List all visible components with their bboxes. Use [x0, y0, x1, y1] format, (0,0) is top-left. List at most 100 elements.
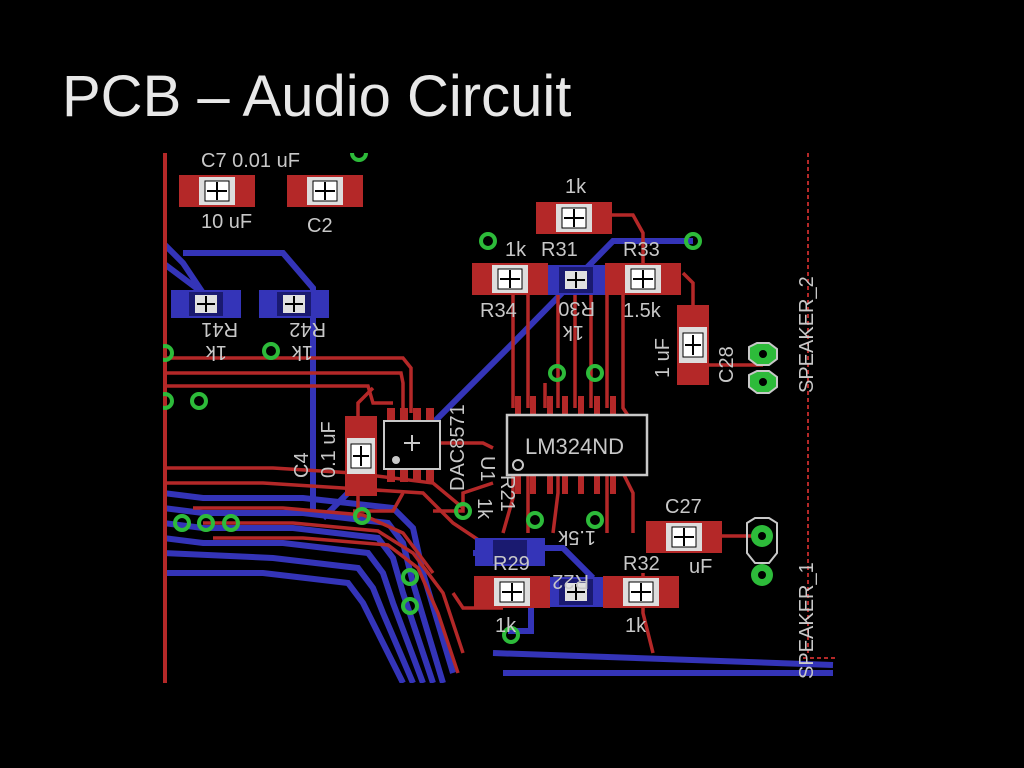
capacitor-c28	[677, 305, 709, 385]
center-cross	[633, 270, 653, 288]
via	[684, 232, 702, 250]
label-r32: R32	[623, 553, 660, 575]
center-cross	[207, 182, 227, 200]
board-edge	[803, 153, 837, 659]
center-cross	[500, 270, 520, 288]
via	[197, 514, 215, 532]
ic-pins	[515, 396, 616, 494]
label-c27-value: uF	[689, 556, 712, 578]
center-cross	[502, 583, 522, 601]
ic-pin	[530, 474, 536, 494]
center-cross	[567, 272, 585, 288]
ic-pin1-marker	[512, 459, 524, 471]
ic-pin	[547, 396, 553, 416]
center-cross	[674, 528, 694, 546]
ic-pin	[610, 474, 616, 494]
ic-dac8571	[383, 408, 441, 482]
label-c4: C4	[291, 452, 313, 478]
ic-pin1-marker	[392, 456, 400, 464]
ic-pin	[400, 468, 408, 482]
via	[454, 502, 472, 520]
trace	[163, 570, 406, 683]
header-hole	[759, 350, 767, 358]
label-r41-value: 1k	[205, 341, 227, 363]
label-r21-value: 1k	[473, 498, 495, 520]
label-speaker-1: SPEAKER_1	[796, 562, 818, 679]
speaker-headers	[746, 342, 778, 586]
trace	[163, 371, 405, 413]
via	[502, 626, 520, 644]
slide-title: PCB – Audio Circuit	[62, 64, 572, 129]
ic-pin	[578, 474, 584, 494]
resistor-r32	[603, 576, 679, 608]
trace	[433, 441, 494, 450]
resistor-r34	[472, 263, 548, 295]
label-r41: R41	[201, 318, 238, 340]
speaker-2-header	[748, 342, 778, 394]
header-hole	[759, 378, 767, 386]
label-r31: R31	[541, 239, 578, 261]
ic-pin	[562, 474, 568, 494]
label-c-10uf: 10 uF	[201, 211, 252, 233]
trace	[163, 550, 416, 683]
trace	[501, 473, 515, 534]
trace	[492, 650, 834, 668]
pcb-canvas: C7 0.01 uF 10 uF C2 1k 1k R31 R33 R34 1.…	[163, 153, 837, 683]
ic-pins	[387, 408, 434, 482]
resistor-r-top-1k	[536, 202, 612, 234]
silkscreen-labels: C7 0.01 uF 10 uF C2 1k 1k R31 R33 R34 1.…	[201, 153, 818, 679]
label-r-top-1k: 1k	[565, 176, 587, 198]
label-c2: C2	[307, 215, 333, 237]
trace	[163, 535, 426, 683]
via	[190, 392, 208, 410]
label-r21: R21	[496, 475, 518, 512]
ic-pin	[547, 474, 553, 494]
label-r29-value: 1k	[495, 615, 517, 637]
trace	[213, 536, 460, 674]
trace	[163, 384, 393, 405]
ic-pin	[387, 408, 395, 422]
label-c28: C28	[716, 346, 738, 383]
via	[262, 342, 280, 360]
ic-pin	[578, 396, 584, 416]
resistor-r29	[474, 576, 550, 608]
ic-pin	[400, 408, 408, 422]
via	[163, 344, 174, 362]
center-cross	[567, 584, 585, 600]
trace	[203, 521, 465, 654]
label-c28-value: 1 uF	[652, 338, 674, 378]
label-dac8571: DAC8571	[447, 404, 469, 491]
via	[401, 568, 419, 586]
ic-pin	[515, 396, 521, 416]
via	[526, 511, 544, 529]
ic-pin	[426, 468, 434, 482]
resistor-r22	[541, 577, 611, 607]
ic-center-mark	[404, 435, 420, 451]
label-r33: R33	[623, 239, 660, 261]
trace	[163, 356, 413, 413]
ic-outline	[505, 413, 649, 477]
trace	[621, 273, 635, 424]
ic-pin	[562, 396, 568, 416]
trace	[607, 213, 645, 263]
trace	[193, 506, 435, 575]
label-c4-value: 0.1 uF	[318, 421, 340, 478]
ic-lm324nd	[505, 396, 649, 494]
label-lm324nd: LM324ND	[525, 434, 624, 459]
resistor-r42	[259, 290, 329, 318]
trace	[163, 481, 484, 545]
header-outline	[746, 517, 778, 564]
label-r42: R42	[289, 318, 326, 340]
ic-pin	[387, 468, 395, 482]
via	[586, 511, 604, 529]
center-cross	[685, 335, 701, 355]
label-r30-value: 1k	[562, 321, 584, 343]
via	[222, 514, 240, 532]
label-r33-value: 1.5k	[623, 300, 662, 322]
resistor-r41	[171, 290, 241, 318]
ic-pin	[426, 408, 434, 422]
via	[401, 597, 419, 615]
via	[548, 364, 566, 382]
bottom-components	[171, 265, 611, 607]
resistor-r30	[541, 265, 611, 295]
